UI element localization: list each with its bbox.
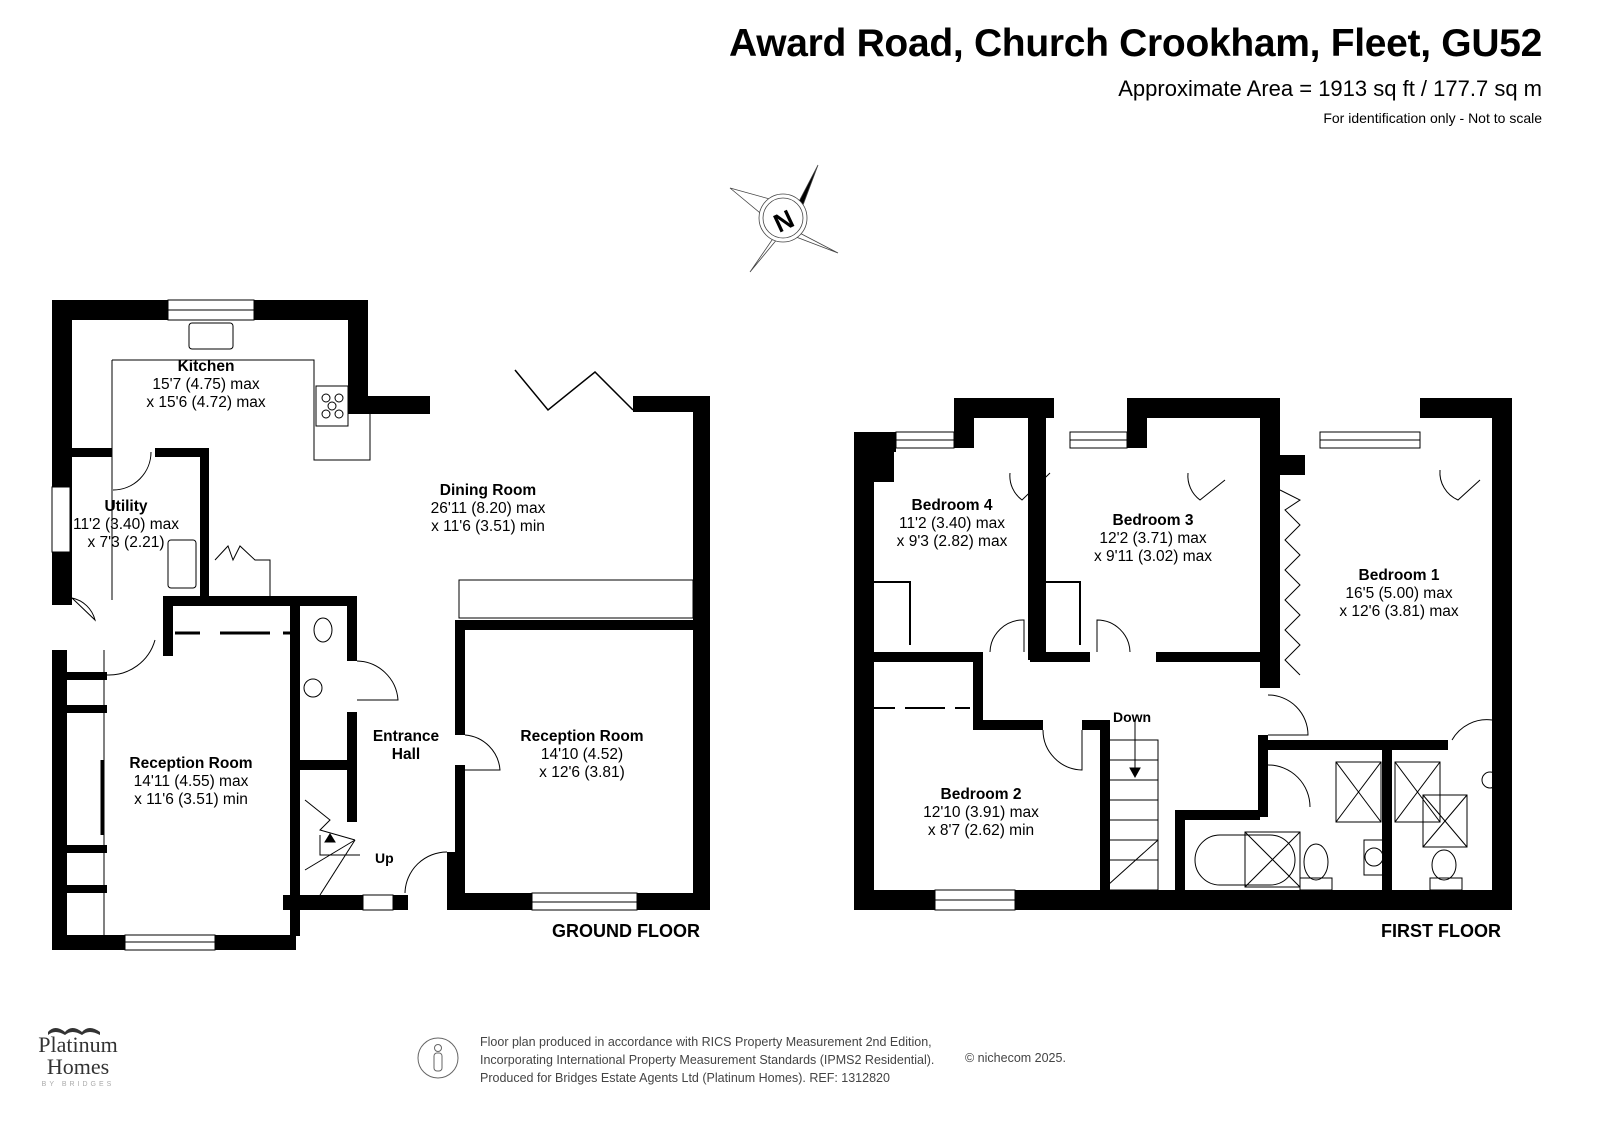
stairs-up-label: Up: [375, 850, 394, 866]
platinum-homes-logo: Platinum Homes BY BRIDGES: [38, 1032, 118, 1089]
room-kitchen: Kitchen 15'7 (4.75) max x 15'6 (4.72) ma…: [146, 358, 266, 411]
copyright: © nichecom 2025.: [965, 1051, 1066, 1065]
first-floor-label: FIRST FLOOR: [1381, 921, 1501, 941]
ground-floor-walls: [52, 300, 710, 950]
first-floor-fixtures: [874, 431, 1499, 911]
stairs-down-label: Down: [1113, 709, 1152, 725]
disclaimer-note: For identification only - Not to scale: [1323, 110, 1542, 126]
platinum-homes-logo-icon: [48, 1028, 100, 1035]
ground-floor-label: GROUND FLOOR: [552, 921, 700, 941]
room-bedroom-4: Bedroom 4 11'2 (3.40) max x 9'3 (2.82) m…: [896, 497, 1008, 550]
room-bedroom-3: Bedroom 3 12'2 (3.71) max x 9'11 (3.02) …: [1093, 512, 1213, 565]
ipms-person-icon: [417, 1037, 459, 1079]
room-reception-room-2: Reception Room 14'10 (4.52) x 12'6 (3.81…: [520, 728, 644, 781]
room-entrance-hall: Entrance Hall: [372, 728, 440, 763]
room-dining-room: Dining Room 26'11 (8.20) max x 11'6 (3.5…: [430, 482, 546, 535]
room-utility: Utility 11'2 (3.40) max x 7'3 (2.21): [72, 498, 180, 551]
first-floor-walls: [854, 398, 1512, 910]
page-title: Award Road, Church Crookham, Fleet, GU52: [729, 22, 1542, 65]
room-reception-room-1: Reception Room 14'11 (4.55) max x 11'6 (…: [129, 755, 253, 808]
approximate-area: Approximate Area = 1913 sq ft / 177.7 sq…: [1118, 76, 1542, 101]
room-bedroom-2: Bedroom 2 12'10 (3.91) max x 8'7 (2.62) …: [923, 786, 1039, 839]
ground-floor-fixtures: [51, 299, 694, 951]
north-arrow-compass-icon: N: [729, 164, 839, 273]
room-bedroom-1: Bedroom 1 16'5 (5.00) max x 12'6 (3.81) …: [1339, 567, 1459, 620]
footer-disclaimer: Floor plan produced in accordance with R…: [480, 1035, 935, 1085]
